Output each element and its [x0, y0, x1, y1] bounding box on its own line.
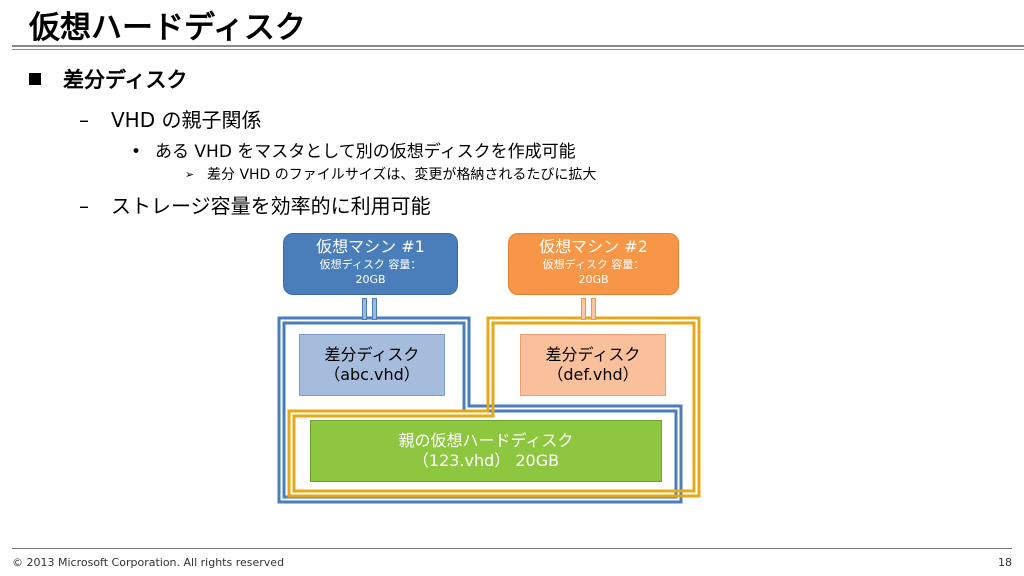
vm2-box: 仮想マシン #2 仮想ディスク 容量： 20GB [508, 233, 679, 295]
dash-bullet-icon: – [79, 194, 89, 218]
slide-title: 仮想ハードディスク [29, 10, 306, 46]
vm2-capacity-label: 仮想ディスク 容量： [542, 258, 645, 271]
bullet-level3-text: ある VHD をマスタとして別の仮想ディスクを作成可能 [155, 142, 576, 162]
square-bullet-icon [29, 73, 41, 85]
vm1-connector-left [362, 298, 367, 320]
diff-disk-def-file: （def.vhd） [547, 365, 639, 384]
title-rule-thin [12, 49, 1024, 50]
diff-disk-def: 差分ディスク （def.vhd） [520, 334, 666, 396]
parent-vhd-file: （123.vhd） 20GB [412, 451, 560, 470]
bullet-level1: 差分ディスク [29, 64, 188, 94]
bullet-level2-text: VHD の親子関係 [111, 108, 262, 132]
footer-rule [12, 548, 1012, 549]
bullet-level2-storage: –ストレージ容量を効率的に利用可能 [79, 190, 431, 219]
bullet-level1-text: 差分ディスク [63, 68, 188, 92]
vm2-name: 仮想マシン #2 [539, 237, 648, 256]
bullet-level4-text: 差分 VHD のファイルサイズは、変更が格納されるたびに拡大 [207, 167, 597, 183]
vm2-connector-left [581, 298, 586, 320]
vm2-connector-right [591, 298, 596, 320]
copyright: © 2013 Microsoft Corporation. All rights… [12, 556, 285, 569]
diff-disk-abc-file: （abc.vhd） [324, 365, 420, 384]
vm1-capacity-value: 20GB [355, 273, 386, 286]
diff-disk-def-label: 差分ディスク [545, 345, 641, 364]
vm1-name: 仮想マシン #1 [316, 237, 425, 256]
vm1-connector-right [372, 298, 377, 320]
page-number: 18 [998, 556, 1012, 569]
parent-vhd: 親の仮想ハードディスク （123.vhd） 20GB [310, 420, 662, 482]
vm1-capacity-label: 仮想ディスク 容量： [319, 258, 422, 271]
dash-bullet-icon: – [79, 108, 89, 132]
arrow-bullet-icon: ➢ [185, 168, 195, 181]
parent-vhd-label: 親の仮想ハードディスク [398, 431, 574, 450]
bullet-level4: ➢ 差分 VHD のファイルサイズは、変更が格納されるたびに拡大 [185, 164, 596, 184]
bullet-level2-text: ストレージ容量を効率的に利用可能 [111, 194, 431, 218]
dot-bullet-icon: • [131, 142, 142, 162]
diff-disk-abc: 差分ディスク （abc.vhd） [299, 334, 445, 396]
bullet-level3: • ある VHD をマスタとして別の仮想ディスクを作成可能 [131, 137, 576, 162]
title-rule [12, 45, 1024, 47]
vm1-box: 仮想マシン #1 仮想ディスク 容量： 20GB [283, 233, 458, 295]
diff-disk-abc-label: 差分ディスク [324, 345, 420, 364]
bullet-level2-vhd: –VHD の親子関係 [79, 104, 261, 133]
vm2-capacity-value: 20GB [578, 273, 609, 286]
